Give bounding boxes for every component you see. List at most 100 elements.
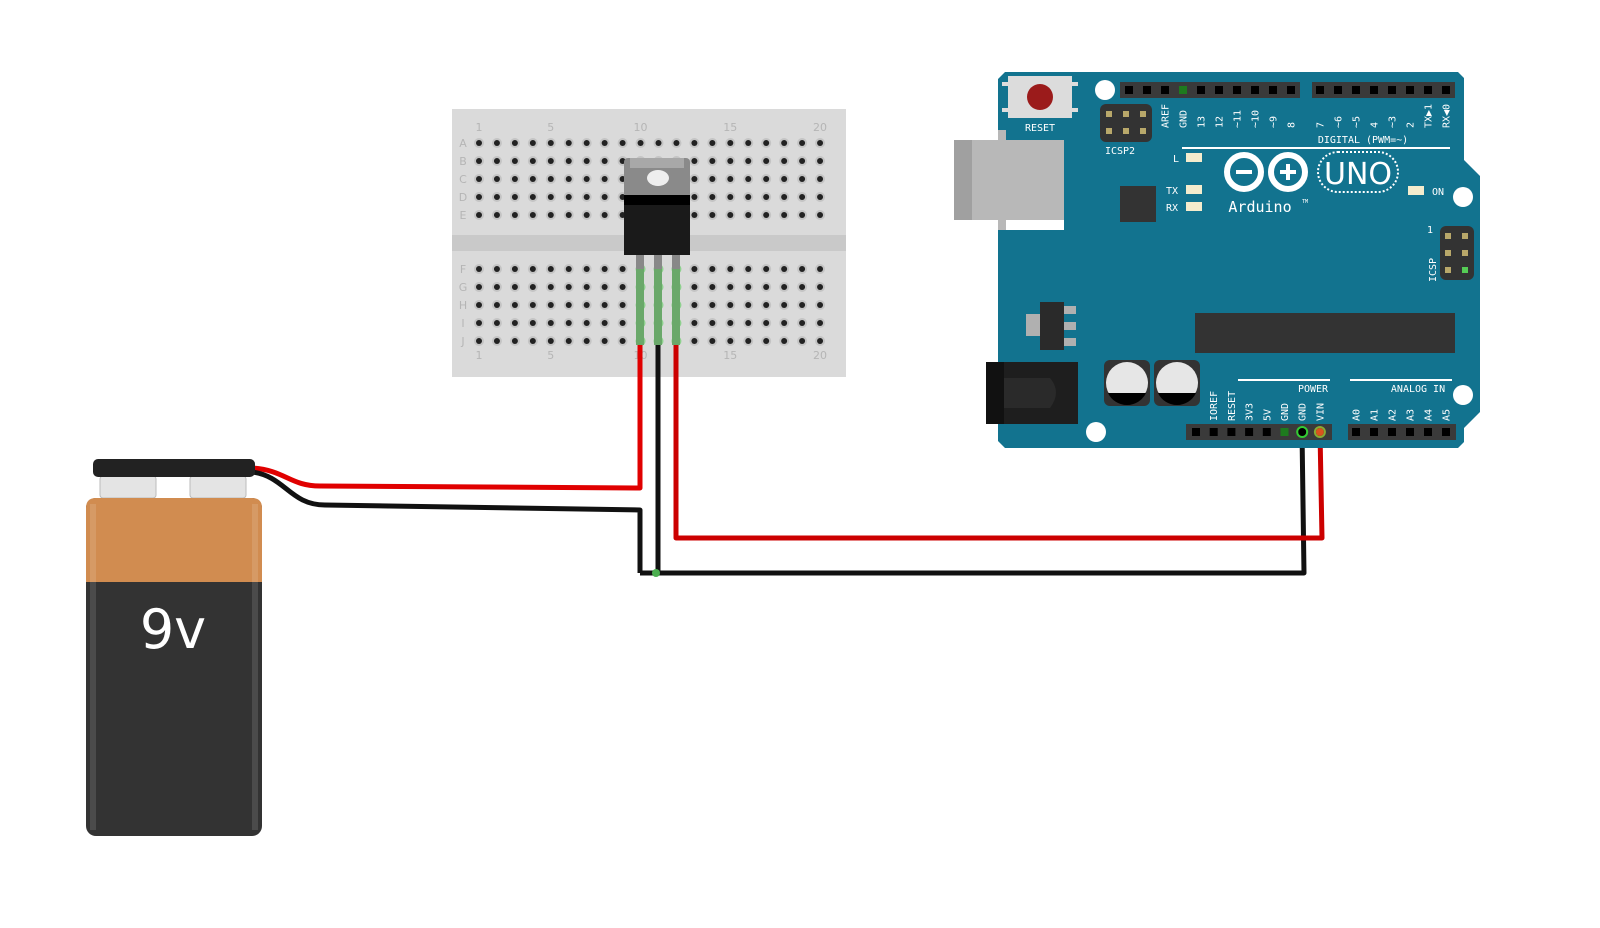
breadboard-hole[interactable] [547,212,554,218]
breadboard-hole[interactable] [799,176,806,182]
header-pin[interactable] [1316,86,1324,94]
breadboard-hole[interactable] [745,176,752,182]
breadboard-hole[interactable] [547,158,554,164]
breadboard-hole[interactable] [745,140,752,146]
breadboard-hole[interactable] [619,302,626,308]
breadboard-hole[interactable] [655,140,662,146]
breadboard-hole[interactable] [673,140,680,146]
breadboard-hole[interactable] [601,176,608,182]
breadboard-hole[interactable] [476,176,482,182]
breadboard-hole[interactable] [583,266,590,272]
breadboard-hole[interactable] [511,302,518,308]
breadboard-hole[interactable] [709,320,716,326]
breadboard-hole[interactable] [601,266,608,272]
breadboard-hole[interactable] [799,338,806,344]
icsp-pin[interactable] [1462,267,1468,273]
breadboard-hole[interactable] [529,158,536,164]
breadboard-hole[interactable] [583,176,590,182]
breadboard-hole[interactable] [583,284,590,290]
breadboard-hole[interactable] [565,158,572,164]
breadboard-hole[interactable] [799,302,806,308]
breadboard-hole[interactable] [799,284,806,290]
breadboard-hole[interactable] [799,158,806,164]
breadboard-hole[interactable] [745,302,752,308]
breadboard-hole[interactable] [781,158,788,164]
breadboard-hole[interactable] [601,194,608,200]
breadboard-hole[interactable] [709,158,716,164]
breadboard-hole[interactable] [547,176,554,182]
breadboard-hole[interactable] [727,338,734,344]
icsp-pin[interactable] [1445,233,1451,239]
breadboard-hole[interactable] [601,338,608,344]
breadboard-hole[interactable] [763,266,770,272]
breadboard-hole[interactable] [583,194,590,200]
breadboard-hole[interactable] [745,158,752,164]
breadboard-hole[interactable] [583,140,590,146]
breadboard-hole[interactable] [781,284,788,290]
header-pin[interactable] [1233,86,1241,94]
breadboard-hole[interactable] [745,320,752,326]
breadboard-hole[interactable] [709,176,716,182]
breadboard-hole[interactable] [529,176,536,182]
breadboard-hole[interactable] [583,212,590,218]
breadboard-hole[interactable] [511,320,518,326]
breadboard-hole[interactable] [745,194,752,200]
breadboard-hole[interactable] [493,140,500,146]
breadboard-hole[interactable] [493,302,500,308]
breadboard-hole[interactable] [745,212,752,218]
dc-power-jack[interactable] [986,362,1078,424]
breadboard-hole[interactable] [781,338,788,344]
breadboard-hole[interactable] [763,302,770,308]
breadboard-hole[interactable] [529,140,536,146]
breadboard-hole[interactable] [493,338,500,344]
header-pin[interactable] [1287,86,1295,94]
breadboard-hole[interactable] [763,338,770,344]
breadboard-hole[interactable] [763,194,770,200]
breadboard-hole[interactable] [529,284,536,290]
breadboard-hole[interactable] [493,212,500,218]
reset-button[interactable] [1002,76,1078,118]
header-pin[interactable] [1227,428,1236,436]
header-pin[interactable] [1209,428,1218,436]
breadboard-hole[interactable] [691,140,698,146]
breadboard-hole[interactable] [476,212,482,218]
breadboard-hole[interactable] [511,158,518,164]
breadboard-hole[interactable] [781,212,788,218]
breadboard-hole[interactable] [817,320,824,326]
breadboard-hole[interactable] [691,284,698,290]
breadboard-hole[interactable] [619,338,626,344]
breadboard-hole[interactable] [493,284,500,290]
breadboard-hole[interactable] [565,212,572,218]
breadboard-hole[interactable] [727,266,734,272]
breadboard-hole[interactable] [601,302,608,308]
breadboard-hole[interactable] [565,284,572,290]
breadboard-hole[interactable] [727,158,734,164]
breadboard-hole[interactable] [529,302,536,308]
header-pin[interactable] [1215,86,1223,94]
header-pin[interactable] [1406,86,1414,94]
header-pin[interactable] [1388,86,1396,94]
icsp2-pin[interactable] [1106,128,1112,134]
breadboard-hole[interactable] [547,302,554,308]
breadboard-hole[interactable] [529,320,536,326]
breadboard-hole[interactable] [601,158,608,164]
header-pin[interactable] [1406,428,1414,436]
header-pin[interactable] [1269,86,1277,94]
breadboard-hole[interactable] [817,140,824,146]
breadboard-hole[interactable] [709,140,716,146]
breadboard-hole[interactable] [763,320,770,326]
breadboard-hole[interactable] [547,194,554,200]
breadboard-hole[interactable] [476,302,482,308]
breadboard-hole[interactable] [691,158,698,164]
icsp2-pin[interactable] [1140,128,1146,134]
header-pin[interactable] [1125,86,1133,94]
breadboard-hole[interactable] [565,194,572,200]
breadboard-hole[interactable] [511,176,518,182]
header-pin[interactable] [1251,86,1259,94]
header-pin[interactable] [1298,428,1307,436]
breadboard-hole[interactable] [493,194,500,200]
header-pin[interactable] [1161,86,1169,94]
header-pin[interactable] [1370,428,1378,436]
breadboard-hole[interactable] [493,266,500,272]
breadboard-hole[interactable] [511,140,518,146]
